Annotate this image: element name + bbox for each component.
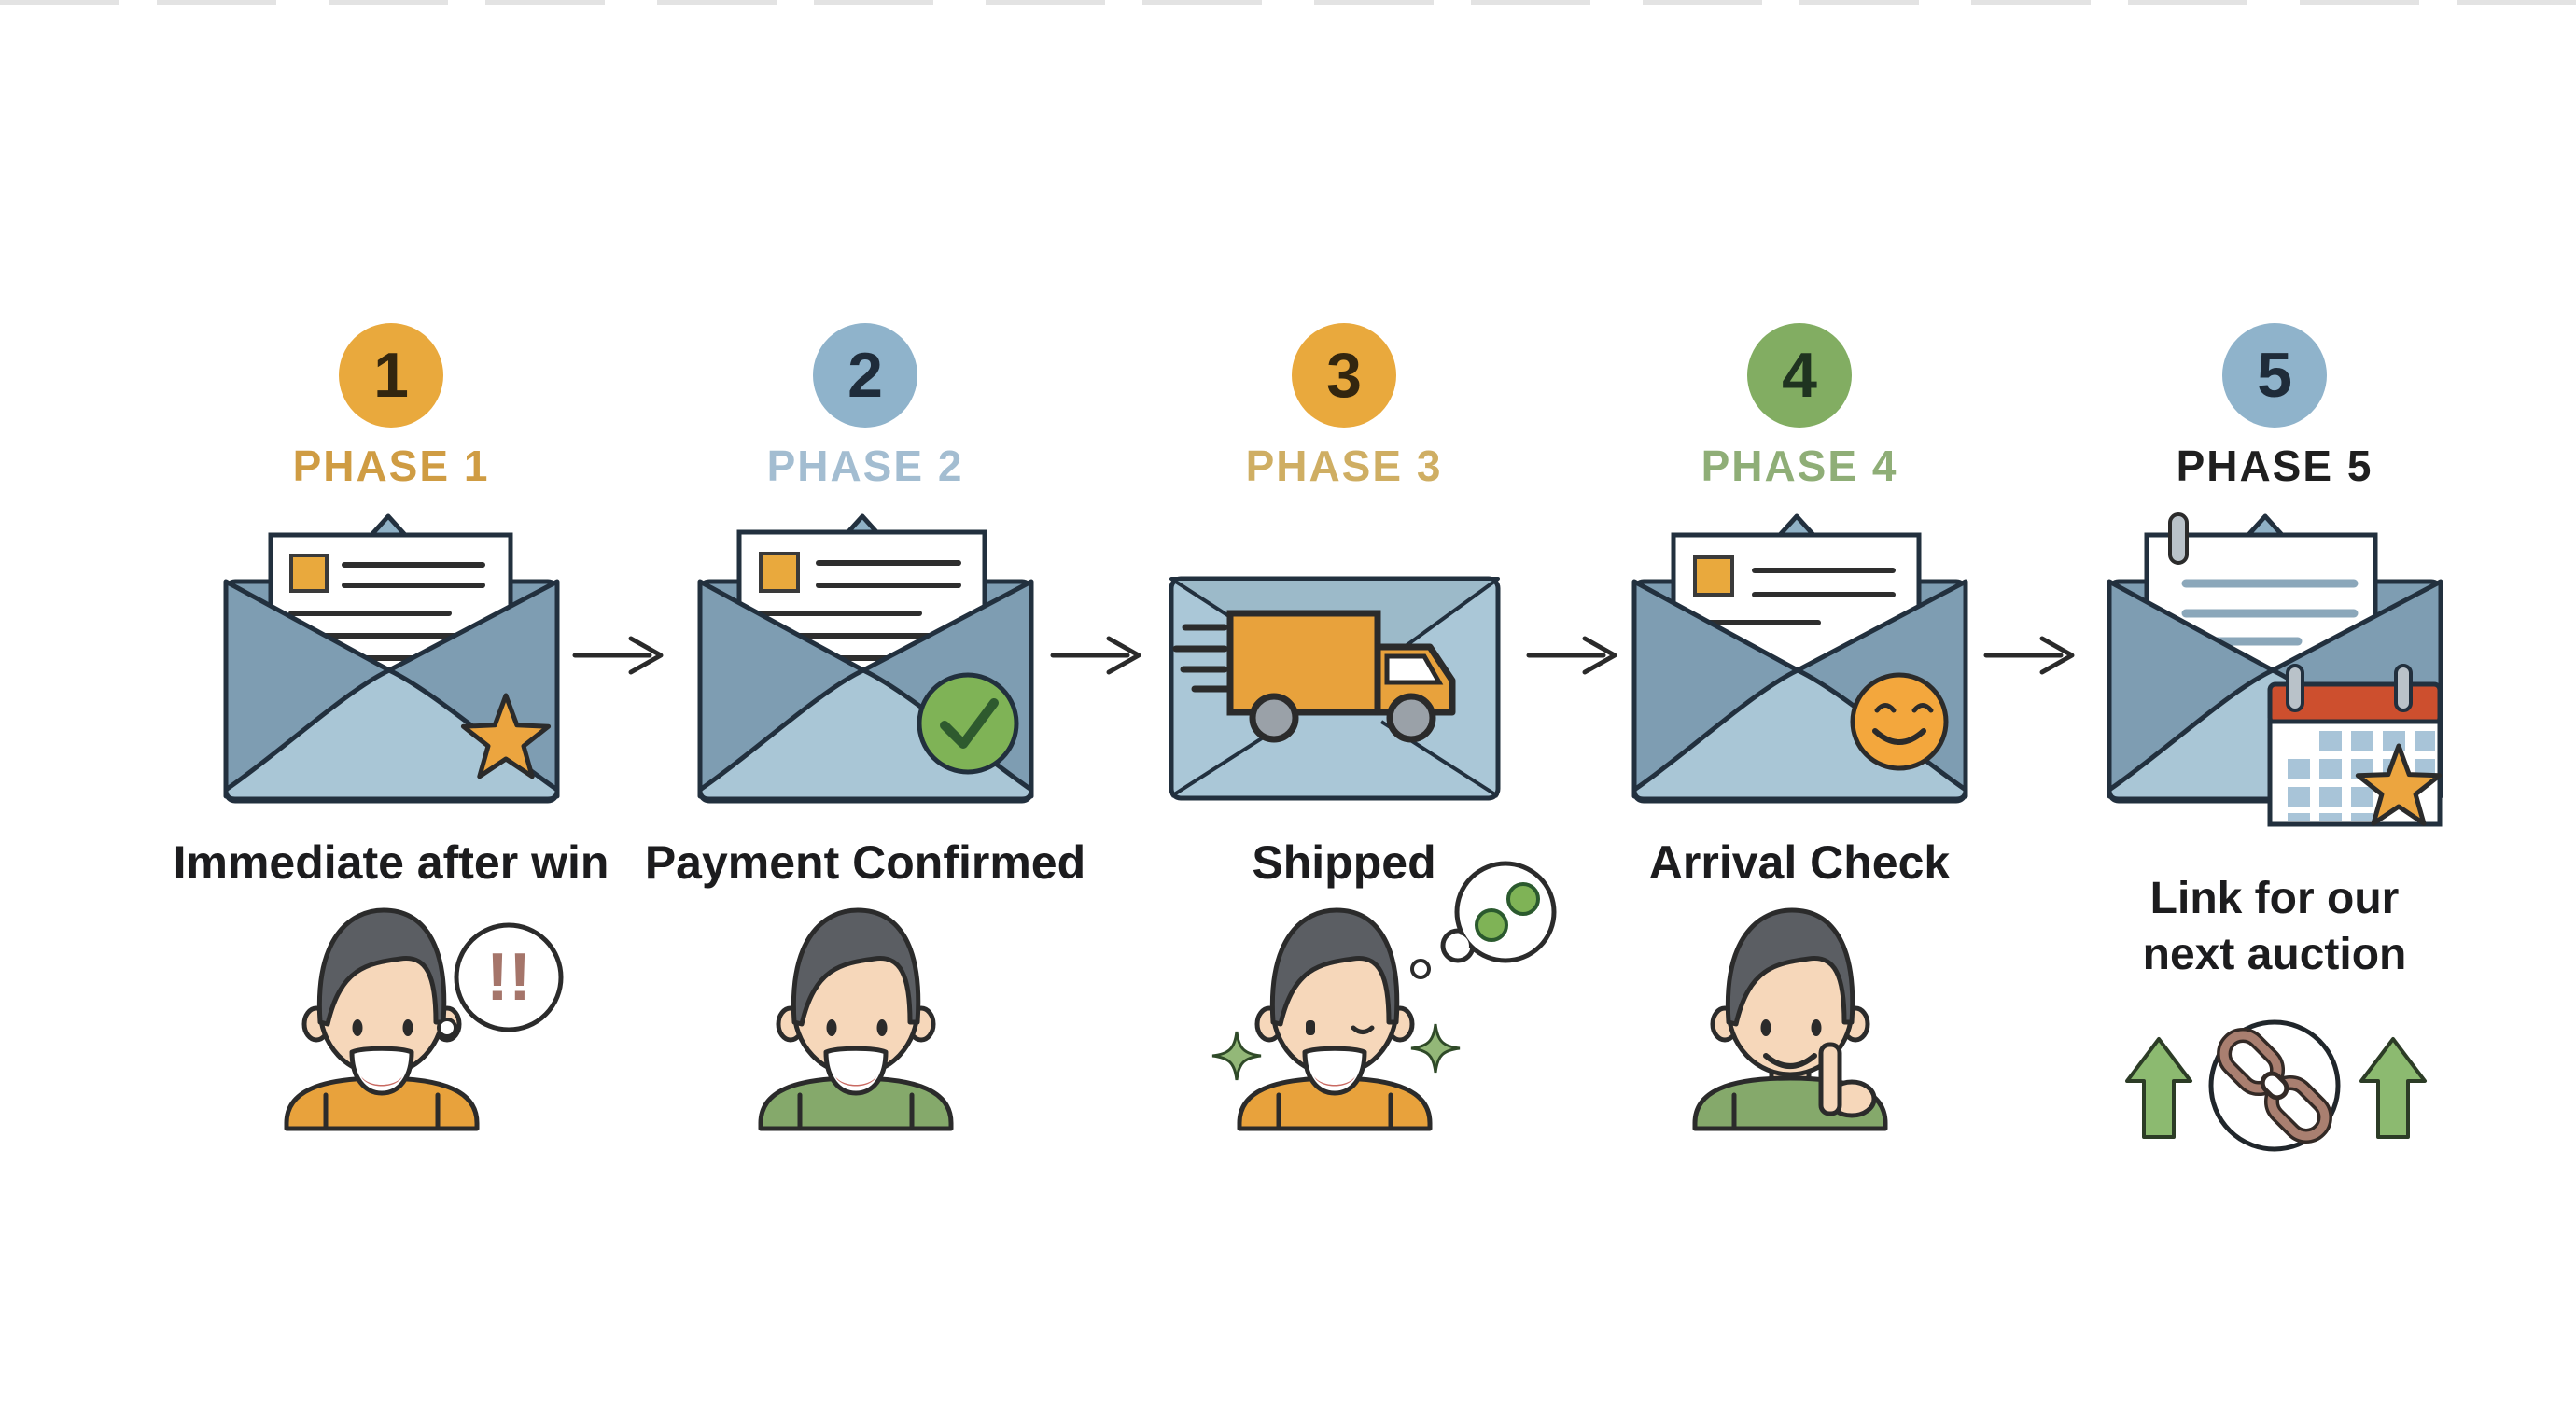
- envelope-letter-smiley-icon: [1631, 513, 1968, 804]
- hair: [1269, 907, 1400, 1027]
- flow-arrow-icon: [1983, 636, 2075, 675]
- hair: [316, 907, 447, 1027]
- calendar-ring-icon: [2286, 664, 2304, 712]
- phase-1-number-badge: 1: [339, 323, 443, 428]
- smiley-icon: [1850, 672, 1949, 771]
- up-arrow-icon: [2125, 1037, 2192, 1139]
- next-auction-link-graphic: [2125, 1019, 2427, 1152]
- person-thinking: [1692, 907, 1888, 1131]
- phase-5-label: PHASE 5: [2176, 442, 2373, 490]
- flow-arrow-icon: [1526, 636, 1617, 675]
- person-speech-exclaim: !!: [284, 907, 564, 1131]
- thought-bubble-icon: [1410, 861, 1557, 979]
- star-icon: [2355, 743, 2443, 826]
- phase-5-caption: Link for our next auction: [1995, 871, 2555, 983]
- envelope-letter-star-icon: [223, 513, 560, 804]
- hair: [1725, 907, 1855, 1027]
- chain-link-icon: [2208, 1019, 2341, 1152]
- phase-3-caption: Shipped: [1252, 836, 1436, 889]
- phase-4-caption: Arrival Check: [1648, 836, 1951, 889]
- phase-1-caption: Immediate after win: [173, 836, 609, 889]
- person-smiling: [758, 907, 954, 1131]
- phase-5-number-badge: 5: [2222, 323, 2327, 428]
- phase-2-caption: Payment Confirmed: [644, 836, 1086, 889]
- sparkle-icon: [1410, 1023, 1461, 1074]
- calendar-icon: [2267, 664, 2443, 827]
- phase-5-caption-line-1: Link for our: [2149, 874, 2400, 923]
- phase-2-label: PHASE 2: [766, 442, 964, 490]
- check-icon: [917, 672, 1019, 775]
- phase-3-number-badge: 3: [1292, 323, 1396, 428]
- hand: [1818, 1042, 1877, 1118]
- truck-icon: [1172, 610, 1456, 743]
- calendar-ring-icon: [2394, 664, 2413, 712]
- phase-2-number-badge: 2: [813, 323, 917, 428]
- flow-arrow-icon: [1050, 636, 1141, 675]
- envelope-letter-check-icon: [697, 513, 1034, 804]
- phase-4-label: PHASE 4: [1701, 442, 1898, 490]
- star-icon: [460, 693, 552, 779]
- envelope-letter-calendar-icon: [2107, 512, 2443, 827]
- phase-5-caption-line-2: next auction: [2142, 930, 2407, 979]
- phase-4-number-badge: 4: [1747, 323, 1852, 428]
- paper-pin-icon: [2168, 512, 2189, 565]
- top-edge-artifact: [0, 0, 2576, 5]
- phase-3-label: PHASE 3: [1245, 442, 1443, 490]
- flow-arrow-icon: [572, 636, 664, 675]
- hair: [791, 907, 921, 1027]
- sparkle-icon: [1211, 1031, 1262, 1081]
- up-arrow-icon: [2359, 1037, 2427, 1139]
- envelope-truck-icon: [1169, 576, 1501, 801]
- person-excited-thought: [1211, 861, 1557, 1131]
- phase-1-label: PHASE 1: [292, 442, 490, 490]
- speech-bubble-icon: !!: [437, 922, 564, 1038]
- svg-text:!!: !!: [486, 940, 531, 1015]
